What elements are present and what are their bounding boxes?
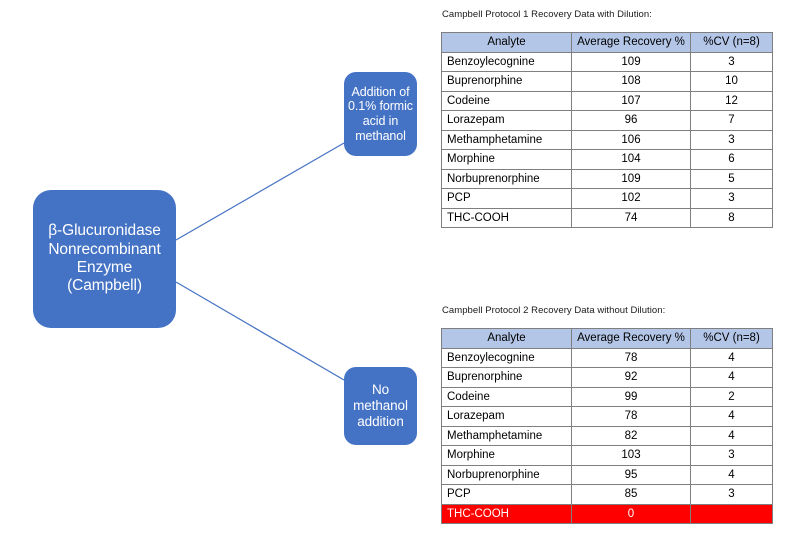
cell-analyte: Codeine xyxy=(441,90,572,111)
column-header-recovery: Average Recovery % xyxy=(571,328,691,349)
cell-analyte: Benzoylecognine xyxy=(441,347,572,368)
cell-recovery: 92 xyxy=(571,367,691,388)
node-no-methanol-addition[interactable]: No methanol addition xyxy=(344,367,417,445)
cell-cv: 4 xyxy=(690,367,773,388)
cell-recovery: 109 xyxy=(571,168,691,189)
cell-analyte: Morphine xyxy=(441,149,572,170)
cell-cv: 10 xyxy=(690,71,773,92)
cell-recovery: 104 xyxy=(571,149,691,170)
cell-analyte: PCP xyxy=(441,188,572,209)
cell-analyte: Methamphetamine xyxy=(441,129,572,150)
cell-cv: 3 xyxy=(690,484,773,505)
cell-recovery: 82 xyxy=(571,425,691,446)
cell-recovery: 103 xyxy=(571,445,691,466)
cell-recovery: 108 xyxy=(571,71,691,92)
cell-analyte: Morphine xyxy=(441,445,572,466)
table-header-row: Analyte Average Recovery % %CV (n=8) xyxy=(441,328,773,349)
cell-cv: 3 xyxy=(690,188,773,209)
cell-recovery: 102 xyxy=(571,188,691,209)
cell-cv: 4 xyxy=(690,347,773,368)
cell-cv: 8 xyxy=(690,207,773,228)
cell-recovery: 78 xyxy=(571,347,691,368)
cell-recovery: 106 xyxy=(571,129,691,150)
cell-analyte: Methamphetamine xyxy=(441,425,572,446)
cell-cv: 5 xyxy=(690,168,773,189)
cell-cv: 3 xyxy=(690,445,773,466)
cell-cv: 4 xyxy=(690,464,773,485)
column-header-recovery: Average Recovery % xyxy=(571,32,691,53)
node-formic-acid-methanol-addition[interactable]: Addition of 0.1% formic acid in methanol xyxy=(344,72,417,156)
cell-analyte: Codeine xyxy=(441,386,572,407)
cell-cv: 3 xyxy=(690,129,773,150)
cell-recovery: 96 xyxy=(571,110,691,131)
table-header-row: Analyte Average Recovery % %CV (n=8) xyxy=(441,32,773,53)
cell-cv: 4 xyxy=(690,406,773,427)
cell-cv: 7 xyxy=(690,110,773,131)
cell-recovery: 74 xyxy=(571,207,691,228)
cell-recovery: 107 xyxy=(571,90,691,111)
cell-recovery: 99 xyxy=(571,386,691,407)
node-beta-glucuronidase-enzyme[interactable]: β-Glucuronidase Nonrecombinant Enzyme (C… xyxy=(33,190,176,328)
column-header-analyte: Analyte xyxy=(441,32,572,53)
protocol-1-table-block: Campbell Protocol 1 Recovery Data with D… xyxy=(441,9,773,228)
protocol-1-recovery-table: Analyte Average Recovery % %CV (n=8) Ben… xyxy=(441,32,773,228)
connector-root-to-branch-top xyxy=(175,142,345,241)
cell-cv: 12 xyxy=(690,90,773,111)
cell-recovery: 85 xyxy=(571,484,691,505)
protocol-2-caption: Campbell Protocol 2 Recovery Data withou… xyxy=(442,305,666,316)
cell-cv: 6 xyxy=(690,149,773,170)
cell-analyte: Lorazepam xyxy=(441,110,572,131)
cell-analyte: Norbuprenorphine xyxy=(441,168,572,189)
cell-cv xyxy=(690,503,773,524)
cell-analyte: Norbuprenorphine xyxy=(441,464,572,485)
column-header-analyte: Analyte xyxy=(441,328,572,349)
connector-root-to-branch-bottom xyxy=(175,281,345,381)
cell-cv: 2 xyxy=(690,386,773,407)
cell-cv: 3 xyxy=(690,51,773,72)
protocol-1-caption: Campbell Protocol 1 Recovery Data with D… xyxy=(442,9,652,20)
column-header-cv: %CV (n=8) xyxy=(690,328,773,349)
cell-recovery: 109 xyxy=(571,51,691,72)
cell-analyte: Lorazepam xyxy=(441,406,572,427)
column-header-cv: %CV (n=8) xyxy=(690,32,773,53)
cell-recovery: 0 xyxy=(571,503,691,524)
cell-analyte: THC-COOH xyxy=(441,207,572,228)
cell-analyte: Benzoylecognine xyxy=(441,51,572,72)
cell-recovery: 78 xyxy=(571,406,691,427)
protocol-2-recovery-table: Analyte Average Recovery % %CV (n=8) Ben… xyxy=(441,328,773,524)
cell-recovery: 95 xyxy=(571,464,691,485)
protocol-2-table-block: Campbell Protocol 2 Recovery Data withou… xyxy=(441,305,773,524)
cell-analyte: THC-COOH xyxy=(441,503,572,524)
cell-cv: 4 xyxy=(690,425,773,446)
cell-analyte: Buprenorphine xyxy=(441,367,572,388)
cell-analyte: PCP xyxy=(441,484,572,505)
cell-analyte: Buprenorphine xyxy=(441,71,572,92)
